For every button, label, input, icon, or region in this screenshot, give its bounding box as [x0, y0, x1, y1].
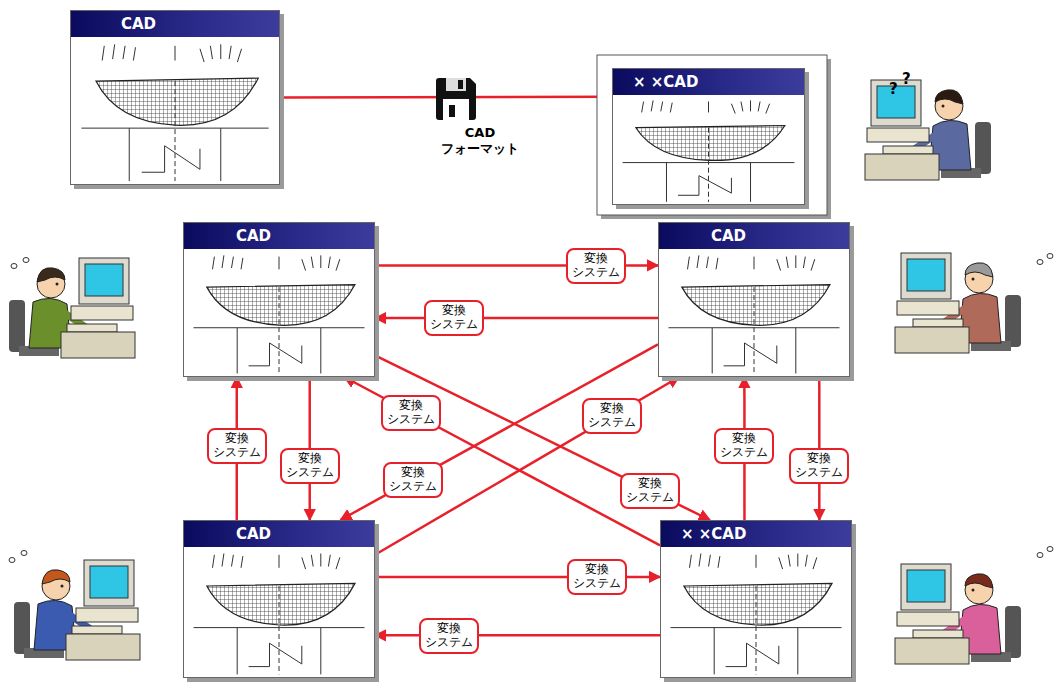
converter-tag: 変換 システム [207, 428, 267, 464]
question-mark: ? [889, 80, 898, 98]
window-title: × ×CAD [633, 73, 698, 91]
frame-shadow [601, 59, 831, 219]
converter-tag: 変換 システム [714, 428, 774, 464]
cad-window: CAD [183, 222, 375, 377]
office-worker [895, 253, 1021, 353]
title-bar: CAD [71, 11, 279, 37]
drawing-sketch [659, 249, 849, 376]
sweat-mark [1047, 547, 1053, 552]
converter-tag: 変換 システム [424, 300, 484, 336]
title-bar: × ×CAD [661, 521, 851, 547]
cad-window: CAD [658, 222, 850, 377]
media-label: CAD フォーマット [441, 125, 519, 158]
office-worker [895, 564, 1021, 664]
flow-arrow [375, 317, 658, 320]
office-worker [9, 258, 135, 358]
title-bar: CAD [659, 223, 849, 249]
title-bar: × ×CAD [613, 69, 804, 95]
question-mark: ? [902, 70, 911, 88]
floppy-disk [436, 78, 476, 120]
converter-tag: 変換 システム [620, 473, 680, 509]
cad-window: CAD [70, 10, 280, 185]
converter-tag: 変換 システム [280, 448, 340, 484]
sweat-mark [21, 551, 27, 556]
converter-tag: 変換 システム [383, 462, 443, 498]
flow-arrow [375, 355, 710, 520]
drawing-sketch [184, 249, 374, 376]
title-bar: CAD [184, 223, 374, 249]
office-worker [14, 560, 140, 660]
drawing-sketch [71, 37, 279, 184]
window-title: × ×CAD [681, 525, 746, 543]
cad-window: CAD [183, 520, 375, 678]
cad-window: × ×CAD [612, 68, 805, 205]
window-title: CAD [236, 525, 271, 543]
converter-tag: 変換 システム [566, 248, 626, 284]
window-title: CAD [711, 227, 746, 245]
converter-tag: 変換 システム [567, 559, 627, 595]
flow-arrow [375, 634, 660, 637]
window-title: CAD [236, 227, 271, 245]
drawing-sketch [661, 547, 851, 677]
converter-tag: 変換 システム [381, 395, 441, 431]
sweat-mark [1037, 553, 1043, 558]
converter-tag: 変換 システム [582, 398, 642, 434]
cad-window: × ×CAD [660, 520, 852, 678]
flow-arrow [344, 377, 660, 545]
confused-worker [865, 80, 991, 180]
flow-arrow [375, 377, 679, 555]
window-frame [597, 55, 827, 215]
sweat-mark [1037, 260, 1043, 265]
drawing-sketch [184, 547, 374, 677]
drawing-sketch [613, 95, 804, 204]
sweat-mark [23, 258, 29, 263]
converter-tag: 変換 システム [419, 618, 479, 654]
sweat-mark [9, 558, 15, 563]
sweat-mark [11, 264, 17, 269]
flow-arrow [340, 344, 658, 520]
converter-tag: 変換 システム [789, 448, 849, 484]
sweat-mark [1047, 254, 1053, 259]
title-bar: CAD [184, 521, 374, 547]
window-title: CAD [121, 15, 156, 33]
